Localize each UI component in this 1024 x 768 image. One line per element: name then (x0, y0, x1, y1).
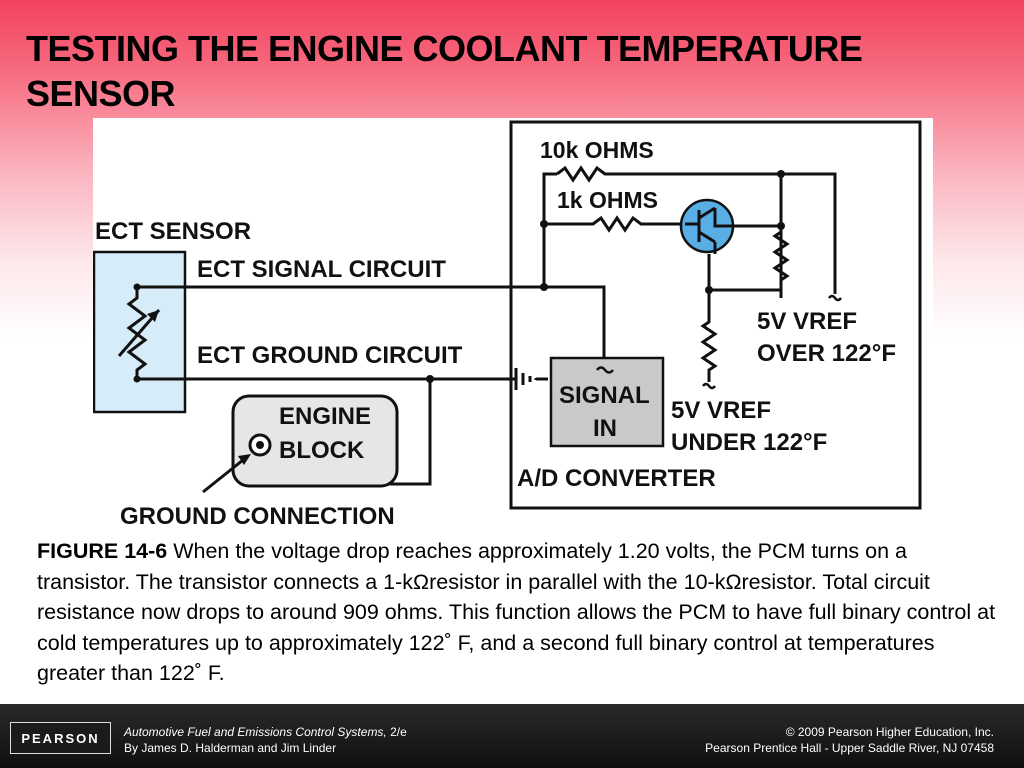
label-vref-over-line1: 5V VREF (757, 308, 857, 335)
label-engine: ENGINE (279, 403, 371, 430)
footer-edition: 2/e (386, 725, 407, 739)
footer-book-title: Automotive Fuel and Emissions Control Sy… (124, 725, 387, 739)
slide-title: TESTING THE ENGINE COOLANT TEMPERATURE S… (26, 28, 863, 114)
label-vref-under-line1: 5V VREF (671, 397, 771, 424)
ect-circuit-diagram: 10k OHMS 1k OHMS ECT SENSOR ECT SIGNAL C… (93, 118, 933, 530)
vref-over-wire (781, 172, 837, 294)
label-in: IN (593, 415, 617, 442)
pcm-box (509, 120, 922, 510)
pullup-resistor-right (709, 226, 790, 292)
footer-right: © 2009 Pearson Higher Education, Inc. Pe… (705, 724, 994, 756)
caption-text: When the voltage drop reaches approximat… (37, 539, 996, 685)
label-ect-signal-circuit: ECT SIGNAL CIRCUIT (197, 256, 446, 283)
figure-label: FIGURE 14-6 (37, 539, 168, 563)
label-1k-ohms: 1k OHMS (557, 187, 658, 213)
label-vref-under-line2: UNDER 122°F (671, 429, 827, 456)
ect-sensor-box (93, 250, 187, 414)
thermistor-arrowhead (147, 310, 159, 322)
label-vref-over-line2: OVER 122°F (757, 340, 896, 367)
figure-caption: FIGURE 14-6 When the voltage drop reache… (37, 536, 997, 689)
pearson-logo: PEARSON (10, 722, 111, 754)
footer-authors: By James D. Halderman and Jim Linder (124, 741, 337, 755)
footer-bar: PEARSON Automotive Fuel and Emissions Co… (0, 704, 1024, 768)
footer-publisher: Pearson Prentice Hall - Upper Saddle Riv… (705, 741, 994, 755)
label-ad-converter: A/D CONVERTER (517, 465, 716, 492)
ground-connection-pointer (202, 458, 244, 494)
label-block: BLOCK (279, 437, 365, 464)
diagram-svg: 10k OHMS 1k OHMS ECT SENSOR ECT SIGNAL C… (93, 120, 922, 530)
label-ect-ground-circuit: ECT GROUND CIRCUIT (197, 342, 463, 369)
resistor-1k (544, 215, 685, 233)
footer-left: Automotive Fuel and Emissions Control Sy… (124, 724, 407, 756)
resistor-10k (556, 165, 783, 298)
label-10k-ohms: 10k OHMS (540, 137, 654, 163)
engine-block-box (231, 394, 399, 488)
label-ground-connection: GROUND CONNECTION (120, 503, 395, 530)
label-ect-sensor: ECT SENSOR (95, 218, 251, 245)
label-signal: SIGNAL (559, 382, 650, 409)
signal-circuit-wire (137, 285, 606, 362)
footer-copyright: © 2009 Pearson Higher Education, Inc. (785, 725, 994, 739)
resistor-under (700, 254, 718, 382)
pcm-left-bus (542, 172, 557, 287)
